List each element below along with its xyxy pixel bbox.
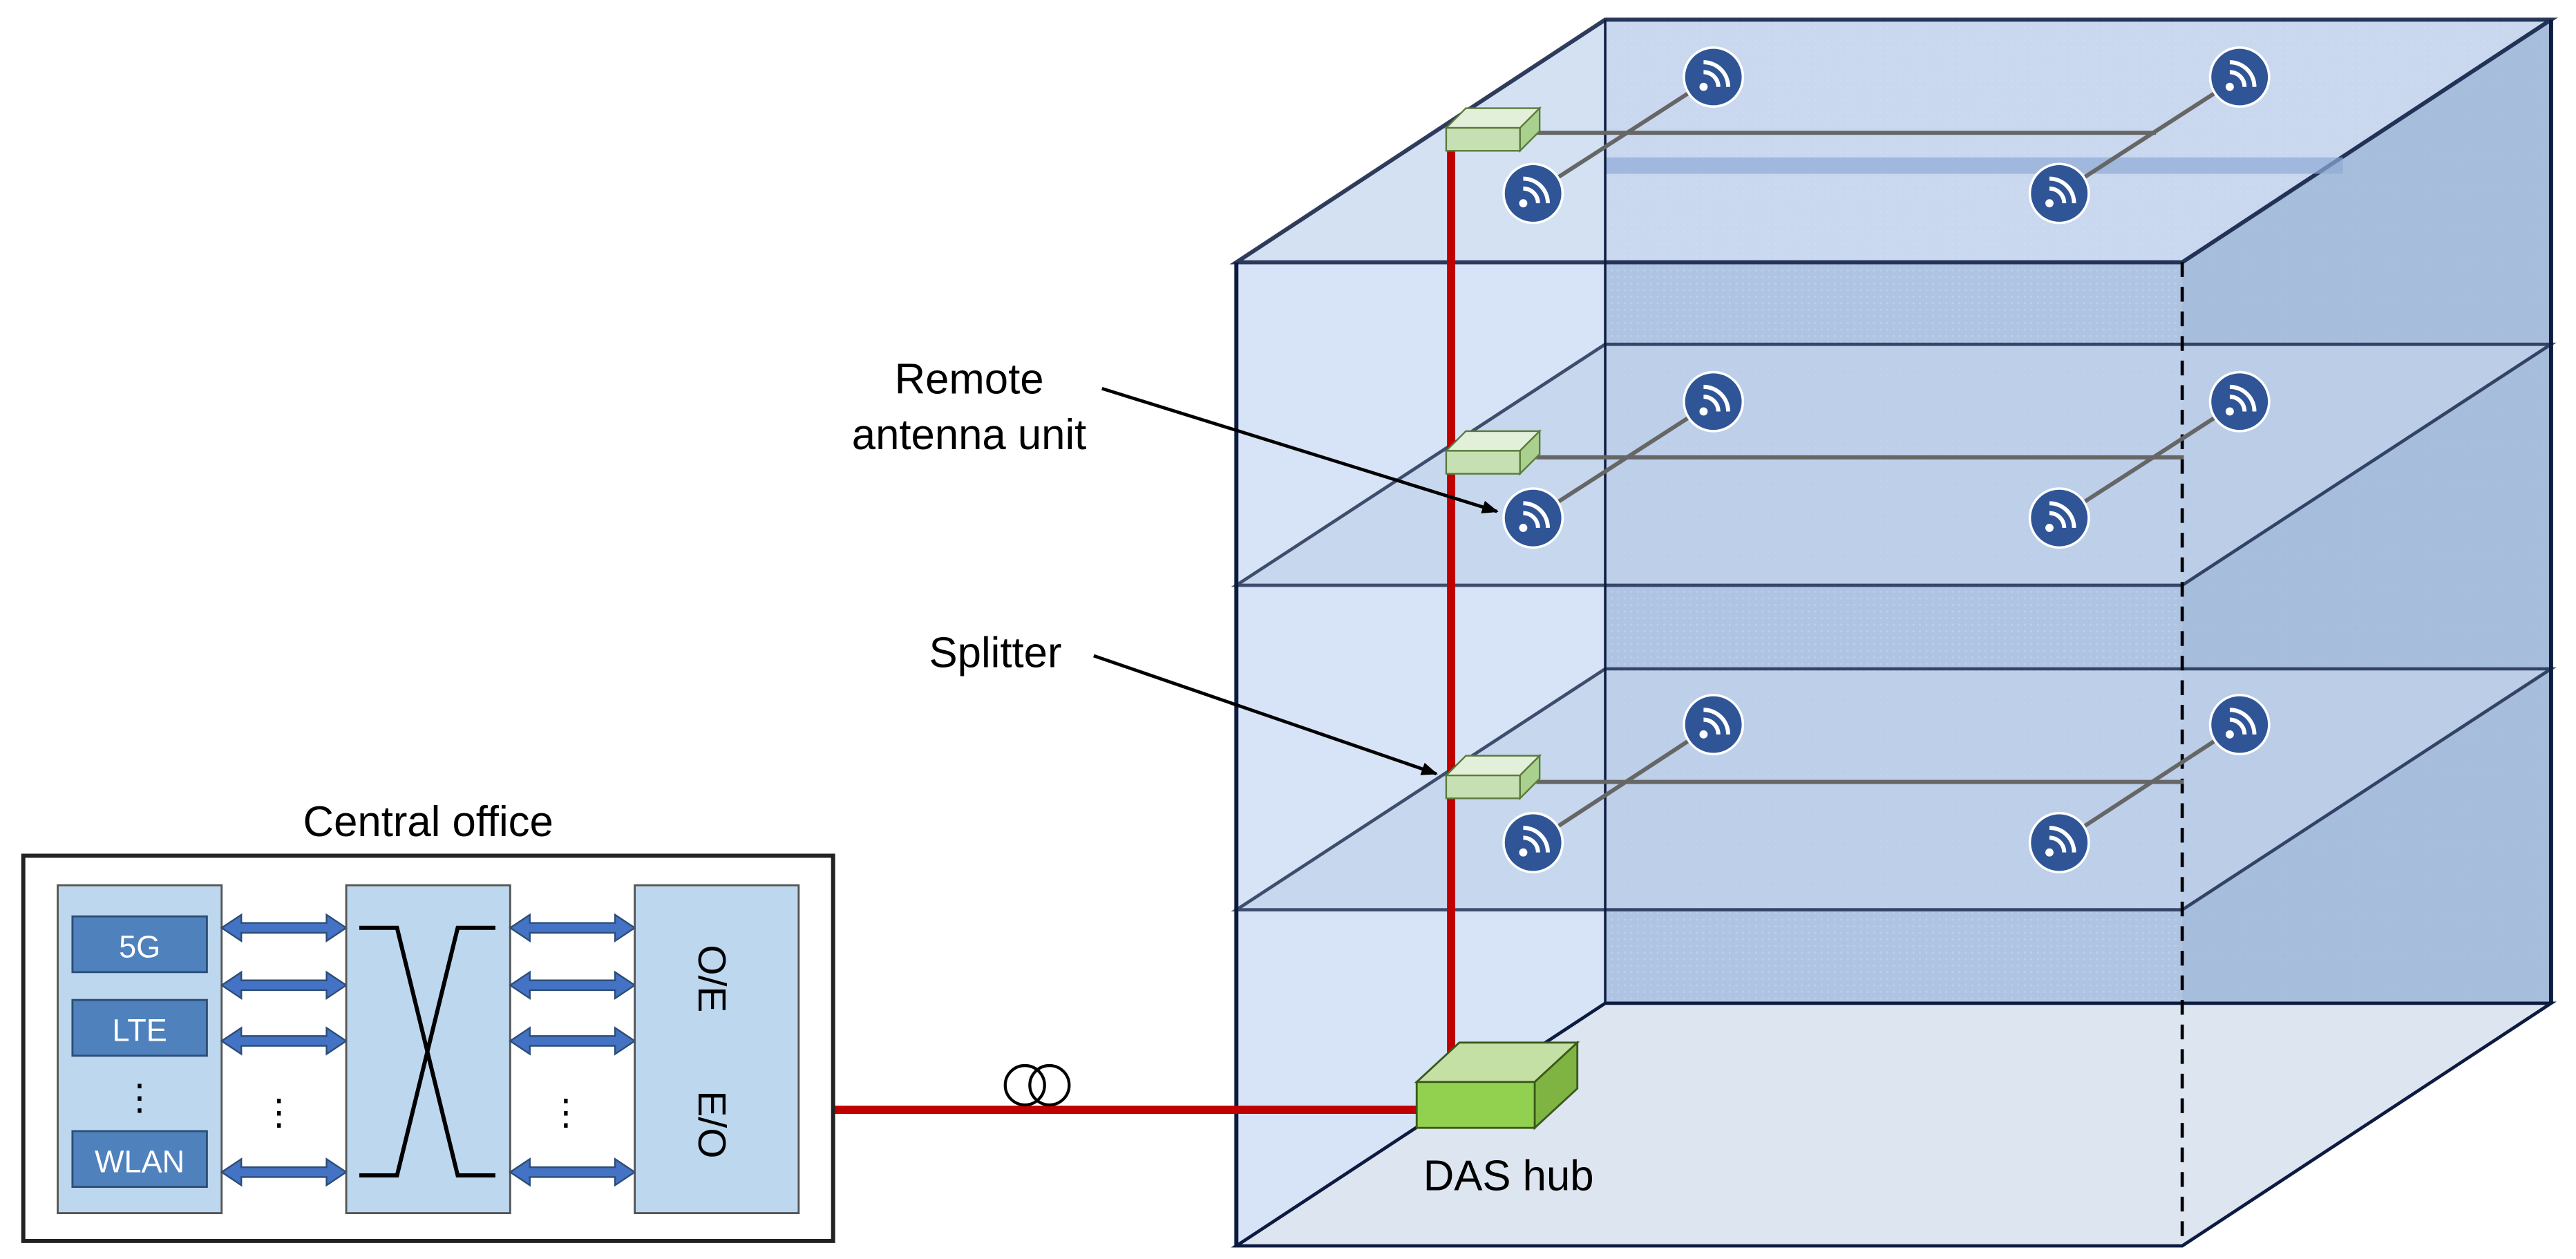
remote-antenna-unit-pointer [1101,386,1499,513]
svg-text:WLAN: WLAN [95,1144,184,1179]
das-hub [1414,1040,1580,1130]
wifi-icon [2028,487,2090,549]
fiber-spool-icon [1003,1063,1071,1107]
oe-eo-converter [634,884,800,1214]
wifi-icon [2208,694,2271,756]
splitter-pointer [1093,654,1438,776]
matrix-links-ellipsis: ⋮ [261,1092,297,1133]
floor-1-network [1532,723,2241,844]
service-5g: 5G [71,915,208,974]
remote-antenna-unit-label-line2: antenna unit [852,411,1087,459]
wifi-icon [1502,162,1564,225]
wifi-icon [1683,370,1745,433]
service-lte: LTE [71,998,208,1057]
left-wall [1236,19,1606,1247]
splitter-floor-1 [1444,753,1542,801]
wifi-icon [1683,694,1745,756]
antennas [1502,46,2271,873]
wifi-icon [2208,46,2271,108]
svg-text:5G: 5G [119,929,160,964]
wifi-icon [2028,162,2090,225]
das-hub-label: DAS hub [1423,1152,1594,1200]
services-ellipsis: ⋮ [122,1078,158,1118]
remote-antenna-unit-label-line1: Remote [895,355,1044,403]
converter-links-ellipsis: ⋮ [548,1092,584,1133]
splitter-floor-3 [1444,106,1542,153]
svg-text:LTE: LTE [112,1012,167,1048]
wifi-icon [2028,811,2090,873]
floor-3-network [1532,75,2241,196]
floor-2-network [1532,399,2241,520]
service-wlan: WLAN [71,1130,208,1189]
building [1229,17,2558,1248]
crossover-icon [359,925,495,1177]
splitter-floor-2 [1444,429,1542,476]
central-office-label: Central office [303,798,553,846]
right-wall [2182,19,2551,1247]
wifi-icon [1683,46,1745,108]
wifi-icon [1502,811,1564,873]
eo-label: E/O [690,1090,734,1158]
oe-label: O/E [690,945,734,1012]
wifi-icon [2208,370,2271,433]
splitter-label: Splitter [929,630,1062,677]
wifi-icon [1502,487,1564,549]
